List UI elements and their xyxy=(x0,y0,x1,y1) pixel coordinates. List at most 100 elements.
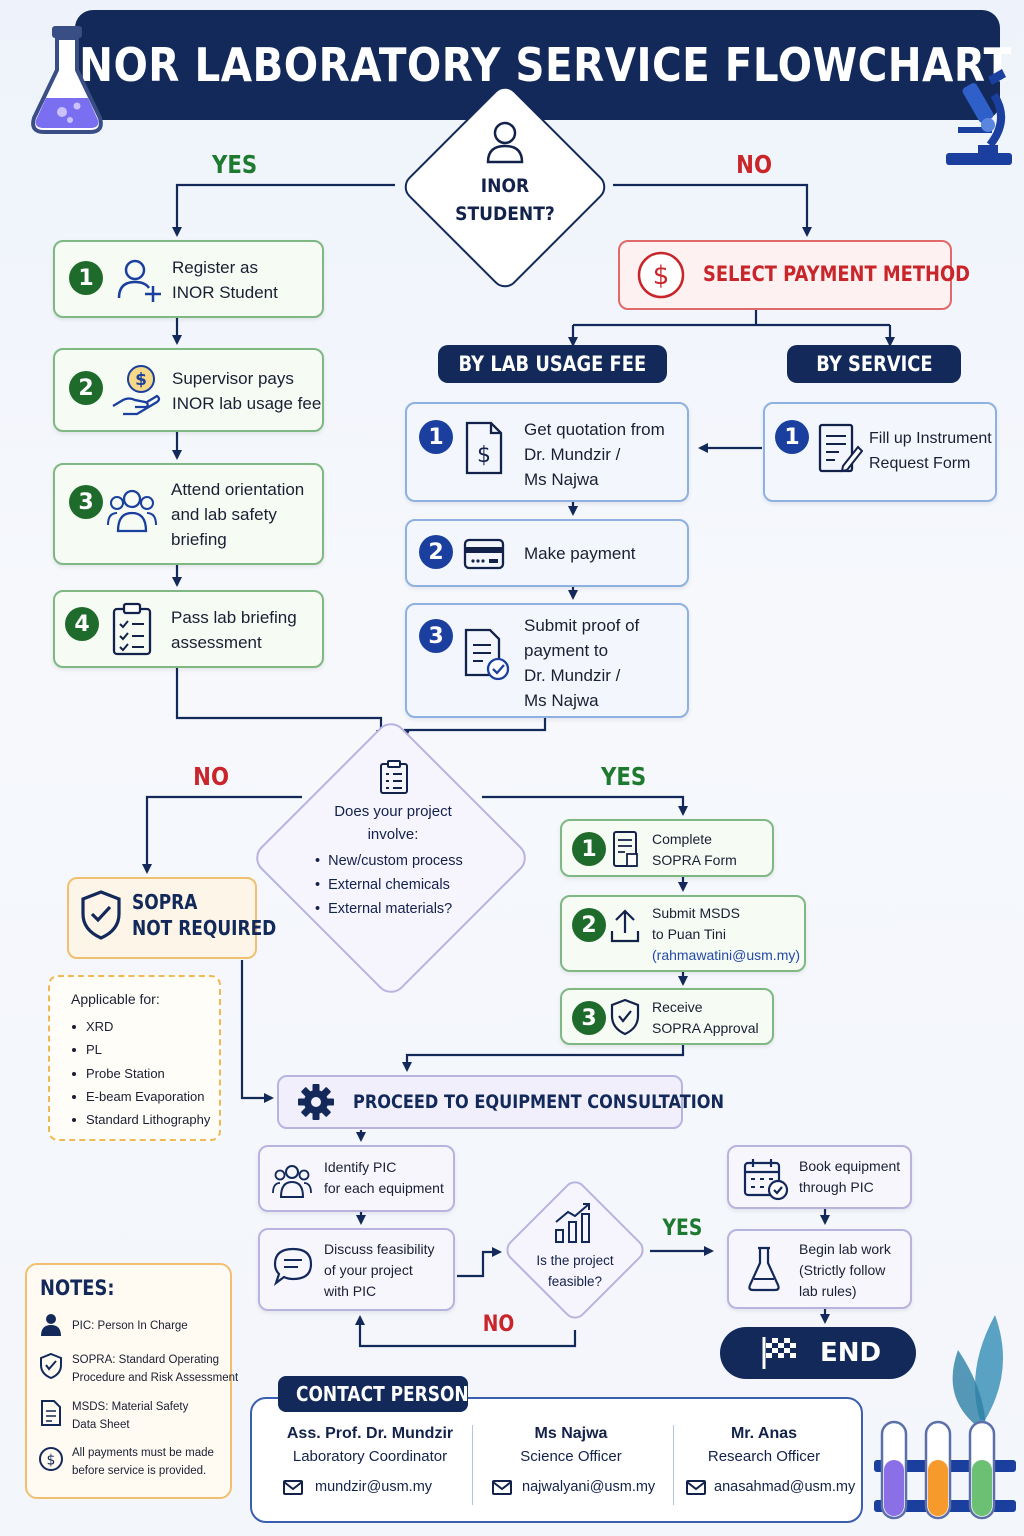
step-line: Ms Najwa xyxy=(524,470,599,489)
contact-tab xyxy=(278,1376,468,1412)
end-terminal xyxy=(720,1327,916,1379)
svg-text:$: $ xyxy=(653,261,670,291)
step-number: 4 xyxy=(65,607,99,641)
contact-name: Ms Najwa xyxy=(534,1425,608,1442)
notes-title: NOTES: xyxy=(40,1276,115,1300)
step-line: Fill up Instrument xyxy=(869,430,992,447)
step-get-quotation: 1 $ Get quotation from Dr. Mundzir / Ms … xyxy=(405,402,689,502)
step-number: 2 xyxy=(69,371,103,405)
shield-check-icon xyxy=(40,1352,62,1380)
by-lab-usage-fee-label: BY LAB USAGE FEE xyxy=(458,352,647,376)
msds-email-link[interactable]: (rahmawatini@usm.my) xyxy=(652,947,801,963)
note-pic: PIC: Person In Charge xyxy=(72,1320,188,1332)
contact-email[interactable]: najwalyani@usm.my xyxy=(522,1479,656,1495)
team-icon xyxy=(272,1165,312,1198)
step-line: SOPRA Form xyxy=(652,852,737,868)
checklist-icon xyxy=(112,602,152,656)
sopra-not-required-label: SOPRA NOT REQUIRED xyxy=(132,890,277,940)
person-icon xyxy=(486,121,524,164)
contact-panel xyxy=(250,1397,863,1523)
yes-label-mid: YES xyxy=(600,762,647,791)
step-line: INOR Student xyxy=(172,283,278,302)
feasible-question: Is the project feasible? xyxy=(536,1253,614,1289)
flask-icon xyxy=(31,26,103,134)
step-line: payment to xyxy=(524,641,609,660)
svg-text:$: $ xyxy=(135,370,147,390)
step-line: for each equipment xyxy=(324,1180,444,1196)
mail-icon xyxy=(283,1480,303,1495)
step-begin-lab-work: Begin lab work (Strictly follow lab rule… xyxy=(727,1229,912,1309)
list-item: • External chemicals xyxy=(315,877,450,893)
list-item: PL xyxy=(70,1038,210,1061)
by-lab-usage-fee-pill: BY LAB USAGE FEE xyxy=(438,345,667,383)
step-line: through PIC xyxy=(799,1179,874,1195)
step-number: 3 xyxy=(69,485,103,519)
step-line: Request Form xyxy=(869,455,971,472)
step-line: Get quotation from xyxy=(524,420,665,439)
project-involve-question: Does your project involve: xyxy=(300,800,486,846)
test-tubes-icon xyxy=(874,1315,1016,1520)
upload-icon xyxy=(610,909,640,943)
step-line: Supervisor pays xyxy=(172,369,294,388)
calendar-check-icon xyxy=(743,1159,789,1201)
proceed-consultation-label: PROCEED TO EQUIPMENT CONSULTATION xyxy=(353,1091,725,1113)
contact-email[interactable]: mundzir@usm.my xyxy=(315,1479,433,1495)
chat-icon xyxy=(273,1247,313,1286)
step-line: Pass lab briefing xyxy=(171,608,297,627)
contact-email[interactable]: anasahmad@usm.my xyxy=(714,1479,856,1495)
yes-label-top: YES xyxy=(211,150,258,179)
step-line: Receive xyxy=(652,999,703,1015)
step-line: Submit proof of xyxy=(524,616,640,635)
step-number: 1 xyxy=(775,420,809,454)
contact-name: Mr. Anas xyxy=(730,1425,798,1442)
group-icon xyxy=(107,489,157,533)
step-line: and lab safety xyxy=(171,505,277,524)
step-number: 2 xyxy=(419,535,453,569)
step-line: Make payment xyxy=(524,544,636,563)
by-service-label: BY SERVICE xyxy=(815,352,933,376)
step-line: Ms Najwa xyxy=(524,691,599,710)
step-line: with PIC xyxy=(324,1283,377,1299)
step-book-equipment: Book equipment through PIC xyxy=(727,1145,912,1209)
growth-chart-icon xyxy=(555,1203,590,1243)
step-line: briefing xyxy=(171,530,227,549)
step-number: 1 xyxy=(572,832,606,866)
person-icon xyxy=(41,1314,61,1336)
checkered-flag-icon xyxy=(762,1337,796,1369)
notes-panel xyxy=(25,1263,232,1499)
list-item: E-beam Evaporation xyxy=(70,1085,210,1108)
svg-text:$: $ xyxy=(47,1453,56,1469)
step-submit-proof: 3 Submit proof of payment to Dr. Mundzir… xyxy=(405,603,689,718)
question-line: Does your project xyxy=(334,803,452,820)
step-line: Discuss feasibility xyxy=(324,1241,435,1257)
step-register: 1 Register as INOR Student xyxy=(53,240,324,318)
step-line: INOR lab usage fee xyxy=(172,394,322,413)
form-edit-icon xyxy=(818,423,863,473)
list-item: Standard Lithography xyxy=(70,1108,210,1131)
step-discuss-feasibility: Discuss feasibility of your project with… xyxy=(258,1228,455,1311)
step-number: 3 xyxy=(419,619,453,653)
beaker-icon xyxy=(748,1246,780,1292)
by-service-pill: BY SERVICE xyxy=(787,345,961,383)
step-briefing-assessment: 4 Pass lab briefing assessment xyxy=(53,590,324,668)
credit-card-icon xyxy=(463,538,505,570)
step-line: (Strictly follow xyxy=(799,1262,886,1278)
money-hand-icon: $ xyxy=(112,365,161,416)
invoice-icon: $ xyxy=(465,421,503,475)
step-submit-msds: 2 Submit MSDS to Puan Tini (rahmawatini@… xyxy=(560,895,806,972)
step-number: 2 xyxy=(572,908,606,942)
mail-icon xyxy=(686,1480,706,1495)
applicable-title: Applicable for: xyxy=(71,991,160,1007)
step-make-payment: 2 Make payment xyxy=(405,519,689,587)
clipboard-icon xyxy=(380,760,408,794)
step-line: of your project xyxy=(324,1262,413,1278)
list-item: • External materials? xyxy=(315,901,453,917)
no-label-feasible: NO xyxy=(482,1312,515,1337)
step-instrument-request: 1 Fill up Instrument Request Form xyxy=(763,402,997,502)
step-line: SOPRA Approval xyxy=(652,1020,759,1036)
yes-label-feasible: YES xyxy=(662,1216,703,1241)
step-line: Register as xyxy=(172,258,258,277)
document-icon xyxy=(41,1400,61,1426)
